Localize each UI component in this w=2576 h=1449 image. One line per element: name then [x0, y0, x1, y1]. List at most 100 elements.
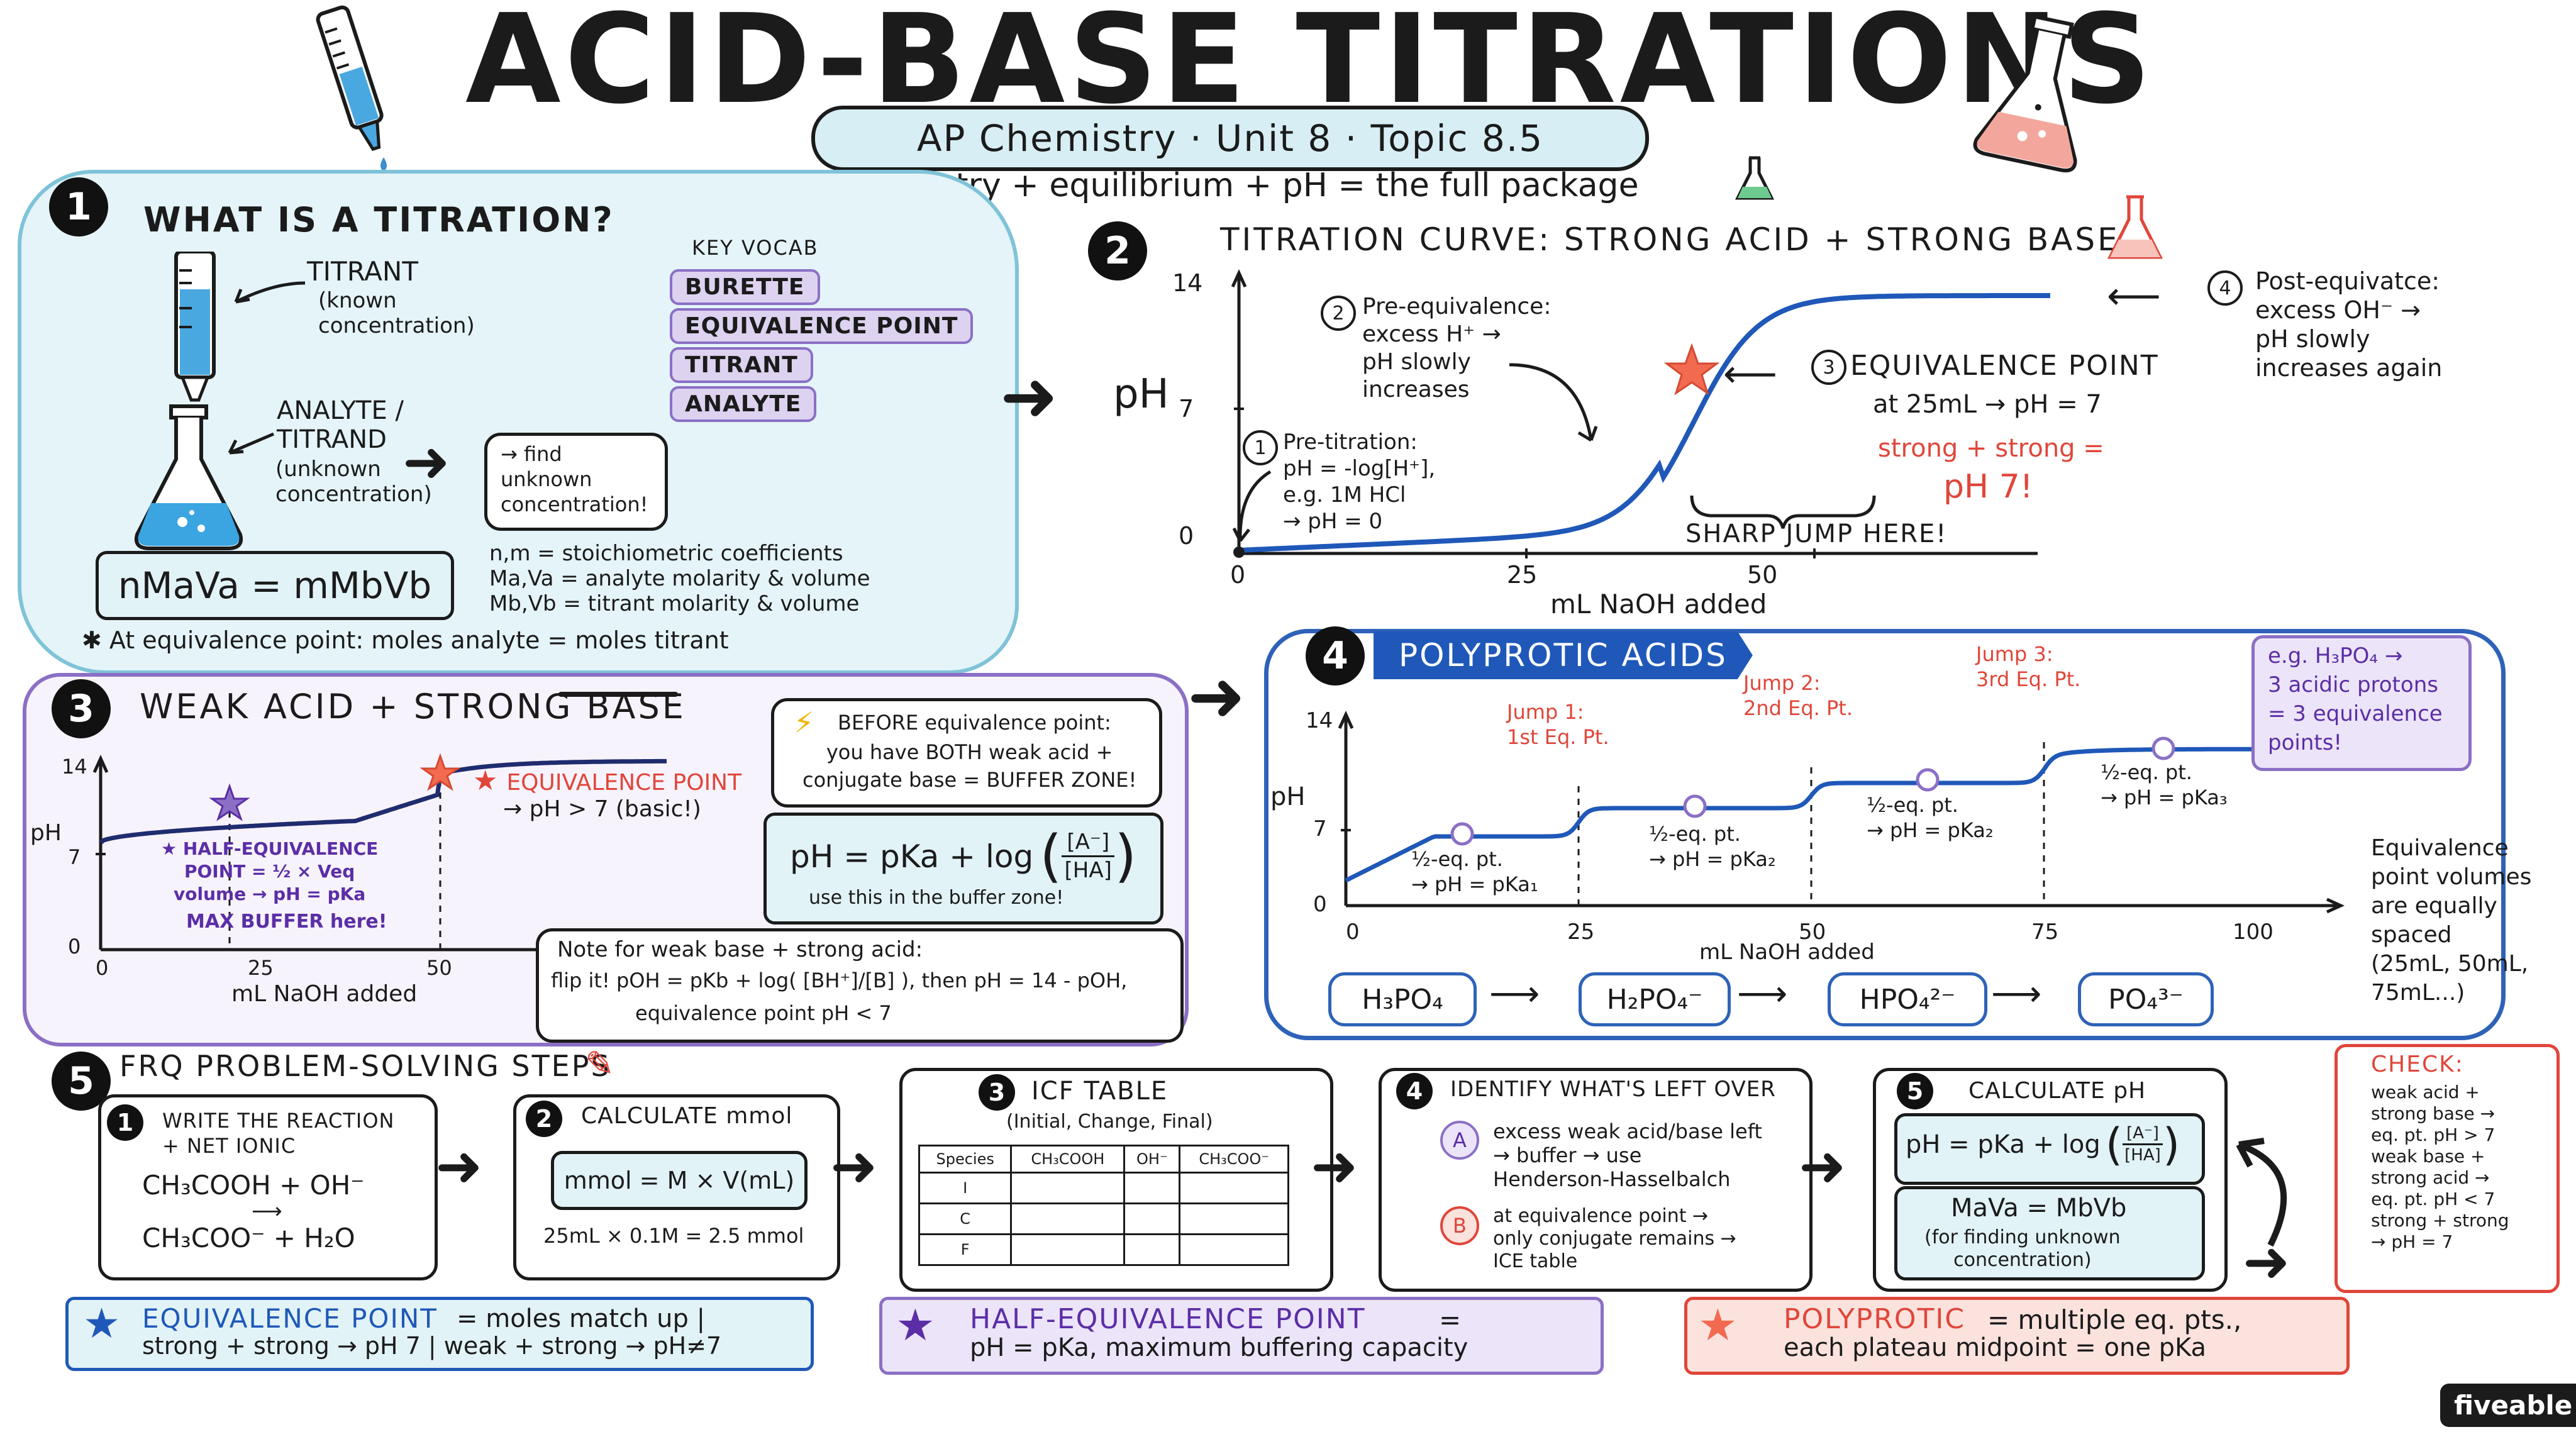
half-equivalence-star [209, 783, 250, 821]
footer-half-text-1: = [1439, 1304, 1462, 1335]
step-3-number: 3 [979, 1074, 1015, 1111]
half-eq-4-note: ½-eq. pt. → pH = pKa₃ [2101, 760, 2228, 809]
footer-poly-title: POLYPROTIC [1784, 1303, 1966, 1335]
vocab-equivalence-point: EQUIVALENCE POINT [670, 308, 974, 344]
hh-numerator: [A⁻] [1062, 829, 1115, 857]
icf-cell [1179, 1172, 1289, 1204]
half-equivalence-marker [1450, 822, 1474, 846]
max-buffer-note: MAX BUFFER here! [186, 911, 387, 933]
arrow-to-flask [228, 432, 274, 455]
step-4-box [1379, 1068, 1813, 1292]
vocab-titrant: TITRANT [670, 347, 813, 383]
icf-cell [1010, 1202, 1126, 1235]
curve4-xtick-100: 100 [2233, 919, 2273, 945]
ann3-badge: 3 [1811, 350, 1846, 385]
curve3-xlabel: mL NaOH added [231, 981, 418, 1007]
option-b-badge: B [1440, 1206, 1479, 1245]
curve2-ytick-0: 0 [1179, 522, 1194, 550]
curve4-ytick-14: 14 [1306, 708, 1333, 733]
step-5-hh-box [1894, 1113, 2205, 1185]
footer-poly-text-2: each plateau midpoint = one pKa [1784, 1333, 2207, 1362]
ann1-badge: 1 [1243, 430, 1278, 465]
icf-cell [1010, 1233, 1126, 1266]
footer-half-equivalence-box [879, 1297, 1604, 1375]
small-flask-icon [1735, 156, 1775, 200]
step-5-denominator: [HA] [2124, 1146, 2161, 1165]
pre-equivalence-note: Pre-equivalence: excess H⁺ → pH slowly i… [1362, 294, 1552, 402]
titrant-label: TITRANT [307, 256, 418, 287]
footer-half-text-2: pH = pKa, maximum buffering capacity [970, 1333, 1468, 1362]
weak-base-text-2: equivalence point pH < 7 [635, 1001, 892, 1025]
henderson-hasselbalch-box [763, 813, 1163, 924]
arrow-step-1-2: ➜ [435, 1133, 483, 1199]
weak-eq-point-text: → pH > 7 (basic!) [503, 796, 701, 822]
footer-eq-text-1: = moles match up | [457, 1304, 706, 1333]
icf-cell [1123, 1202, 1181, 1235]
analyte-note: (unknown concentration) [275, 457, 432, 507]
example-text: e.g. H₃PO₄ → 3 acidic protons = 3 equiva… [2268, 643, 2443, 755]
footer-eq-title: EQUIVALENCE POINT [142, 1303, 438, 1334]
icf-row-f: F [918, 1233, 1013, 1266]
check-title: CHECK: [2371, 1052, 2464, 1077]
footer-blue-star-icon: ★ [83, 1299, 121, 1348]
step-5-numerator: [A⁻] [2123, 1123, 2163, 1145]
step-1-title: WRITE THE REACTION + NET IONIC [162, 1109, 395, 1158]
hh-formula: pH = pKa + log ( [A⁻] [HA] ) [790, 823, 1137, 889]
weak-base-note-box [536, 928, 1184, 1043]
step-5-title: CALCULATE pH [1968, 1078, 2146, 1104]
step-1-box [98, 1094, 438, 1280]
check-text: weak acid + strong base → eq. pt. pH > 7… [2371, 1082, 2509, 1252]
footer-orange-star-icon: ★ [1698, 1299, 1738, 1351]
curve4-xtick-25: 25 [1567, 919, 1595, 945]
flask-icon [1973, 14, 2077, 173]
option-a-badge: A [1440, 1121, 1479, 1160]
icf-header-species: Species [918, 1145, 1013, 1174]
species-arrow-3: ⟶ [1991, 974, 2042, 1014]
icf-header-acid: CH₃COOH [1010, 1145, 1126, 1174]
ph-7-note: pH 7! [1943, 468, 2033, 506]
weak-base-text: flip it! pOH = pKb + log( [BH⁺]/[B] ), t… [551, 969, 1128, 992]
start-point [1233, 547, 1245, 558]
pencil-icon: ✎ [585, 1044, 614, 1085]
option-b-text: at equivalence point → only conjugate re… [1493, 1205, 1736, 1272]
step-5-number: 5 [1897, 1073, 1933, 1109]
step-3-title: ICF TABLE [1031, 1077, 1169, 1106]
arrow-to-endpoint: ⟵ [2107, 274, 2162, 318]
equivalence-footnote: ✱ At equivalence point: moles analyte = … [82, 626, 729, 654]
burette-icon [316, 5, 387, 171]
section-4-number: 4 [1306, 626, 1365, 686]
spacing-note: Equivalence point volumes are equally sp… [2371, 835, 2532, 1006]
arrow-pre-titration [1232, 470, 1272, 542]
arrow-to-curve: ➜ [1000, 356, 1058, 436]
brand-logo: fiveable [2440, 1384, 2576, 1427]
section-4-title: POLYPROTIC ACIDS [1374, 631, 1753, 679]
step-2-example: 25mL × 0.1M = 2.5 mmol [543, 1224, 804, 1248]
section-1-title: WHAT IS A TITRATION? [143, 200, 614, 240]
equivalence-point-title: EQUIVALENCE POINT [1850, 350, 2159, 382]
arrow-step-4-5: ➜ [1799, 1133, 1846, 1199]
section-1-number: 1 [49, 177, 108, 236]
title-underline [558, 692, 678, 697]
step-2-formula: mmol = M × V(mL) [551, 1151, 808, 1210]
arrow-to-star: ⟵ [1723, 352, 1778, 396]
arrow-to-check: ➜ [2243, 1229, 2290, 1295]
icf-row-c: C [918, 1202, 1013, 1235]
curved-arrow-to-check [2236, 1138, 2287, 1247]
icf-cell [1179, 1202, 1289, 1235]
step-1-equation-1: CH₃COOH + OH⁻ [142, 1170, 365, 1201]
curve2-xtick-25: 25 [1507, 561, 1538, 589]
footer-eq-text-2: strong + strong → pH 7 | weak + strong →… [142, 1332, 722, 1360]
weak-eq-point-title-text: EQUIVALENCE POINT [506, 770, 742, 796]
equivalence-star [1663, 343, 1720, 396]
find-unknown-text: → find unknown concentration! [501, 442, 648, 516]
curve3-xtick-0: 0 [96, 956, 109, 980]
icf-cell [1010, 1172, 1126, 1204]
subtitle-badge: AP Chemistry · Unit 8 · Topic 8.5 [811, 106, 1649, 171]
buffer-zone-box [771, 698, 1162, 808]
burette-diagram [174, 252, 216, 414]
curve3-ylabel: pH [30, 820, 62, 846]
step-1-number: 1 [107, 1104, 143, 1141]
weak-eq-point-title: ★ EQUIVALENCE POINT [473, 765, 742, 797]
curve3-ytick-7: 7 [68, 845, 81, 869]
footer-polyprotic-box [1684, 1297, 2350, 1375]
